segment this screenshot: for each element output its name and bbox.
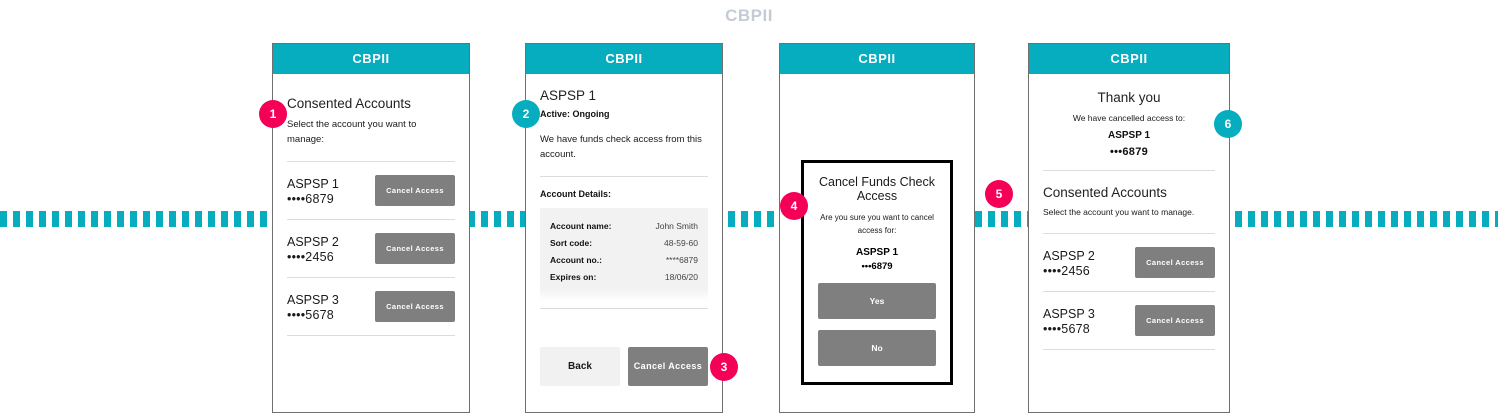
detail-value: ****6879: [665, 254, 698, 265]
divider: [540, 176, 708, 178]
detail-key: Sort code:: [550, 237, 593, 248]
details-fade-overlay: [540, 288, 708, 305]
screen4-subtext: We have cancelled access to:: [1072, 113, 1186, 123]
flow-connector-line: [0, 211, 1498, 227]
cancelled-account-name: ASPSP 1: [1107, 130, 1151, 141]
account-mask: ••••2456: [1043, 263, 1090, 278]
screen1-header: CBPII: [273, 44, 469, 74]
table-row[interactable]: ASPSP 1 ••••6879 Cancel Access: [287, 162, 455, 221]
screen4-header: CBPII: [1029, 44, 1229, 74]
account-mask: ••••2456: [287, 249, 334, 264]
detail-key: Expires on:: [550, 271, 597, 282]
detail-row: Account no.: ****6879: [550, 251, 698, 268]
screen1-subtext: Select the account you want to manage:: [287, 119, 417, 145]
screen1-heading: Consented Accounts: [287, 96, 411, 111]
step-badge-1: 1: [259, 100, 287, 128]
account-mask: ••••5678: [287, 307, 334, 322]
cancel-confirm-modal: Cancel Funds Check Access Are you sure y…: [801, 160, 953, 385]
account-info: ASPSP 2 ••••2456: [1043, 248, 1095, 278]
account-info: ASPSP 1 ••••6879: [287, 176, 339, 206]
detail-key: Account name:: [550, 220, 612, 231]
step-badge-3: 3: [710, 353, 738, 381]
account-info: ASPSP 3 ••••5678: [1043, 306, 1095, 336]
screen2-button-bar: Back Cancel Access: [540, 347, 708, 386]
modal-question: Are you sure you want to cancel access f…: [820, 213, 934, 235]
cancel-access-button[interactable]: Cancel Access: [628, 347, 708, 386]
cancel-access-button[interactable]: Cancel Access: [375, 291, 455, 323]
screen2-header: CBPII: [526, 44, 722, 74]
account-mask: ••••6879: [287, 191, 334, 206]
cancel-access-button[interactable]: Cancel Access: [1135, 247, 1215, 279]
detail-value: John Smith: [655, 220, 698, 231]
screen-thank-you: CBPII Thank you We have cancelled access…: [1028, 43, 1230, 413]
screen1-body: Consented Accounts Select the account yo…: [273, 74, 469, 412]
account-name: ASPSP 1: [287, 176, 339, 191]
detail-value: 48-59-60: [663, 237, 698, 248]
account-name: ASPSP 2: [1043, 248, 1095, 263]
cancel-access-button[interactable]: Cancel Access: [1135, 305, 1215, 337]
account-details-table: Account name: John Smith Sort code: 48-5…: [540, 208, 708, 305]
back-button[interactable]: Back: [540, 347, 620, 386]
account-info: ASPSP 3 ••••5678: [287, 292, 339, 322]
cancelled-account-mask: •••6879: [1109, 146, 1149, 158]
screen3-body: Cancel Funds Check Access Are you sure y…: [780, 74, 974, 412]
table-row[interactable]: ASPSP 3 ••••5678 Cancel Access: [1043, 292, 1215, 351]
divider: [540, 308, 708, 310]
detail-row: Account name: John Smith: [550, 217, 698, 234]
account-name: ASPSP 3: [287, 292, 339, 307]
screen2-body: ASPSP 1 Active: Ongoing We have funds ch…: [526, 74, 722, 412]
step-badge-2: 2: [512, 100, 540, 128]
screen4-body: Thank you We have cancelled access to: A…: [1029, 74, 1229, 412]
divider: [1043, 170, 1215, 171]
screen-confirm-cancel: CBPII Cancel Funds Check Access Are you …: [779, 43, 975, 413]
table-row[interactable]: ASPSP 2 ••••2456 Cancel Access: [287, 220, 455, 279]
yes-button[interactable]: Yes: [818, 282, 936, 319]
table-row[interactable]: ASPSP 3 ••••5678 Cancel Access: [287, 278, 455, 337]
detail-row: Sort code: 48-59-60: [550, 234, 698, 251]
modal-account-name: ASPSP 1: [855, 246, 899, 258]
step-badge-5: 5: [985, 180, 1013, 208]
screen4-heading: Thank you: [1097, 90, 1161, 105]
screen2-description: We have funds check access from this acc…: [540, 134, 702, 160]
step-badge-4: 4: [780, 192, 808, 220]
divider: [1043, 233, 1215, 235]
screen-account-detail: CBPII ASPSP 1 Active: Ongoing We have fu…: [525, 43, 723, 413]
account-info: ASPSP 2 ••••2456: [287, 234, 339, 264]
divider: [287, 161, 455, 163]
section-heading: Consented Accounts: [1043, 185, 1167, 200]
no-button[interactable]: No: [818, 329, 936, 366]
account-mask: ••••5678: [1043, 321, 1090, 336]
step-badge-6: 6: [1214, 110, 1242, 138]
cancel-access-button[interactable]: Cancel Access: [375, 233, 455, 265]
modal-title: Cancel Funds Check Access: [818, 175, 936, 203]
detail-key: Account no.:: [550, 254, 602, 265]
details-label: Account Details:: [540, 189, 612, 200]
account-name: ASPSP 2: [287, 234, 339, 249]
section-subtext: Select the account you want to manage.: [1043, 207, 1195, 217]
account-name: ASPSP 3: [1043, 306, 1095, 321]
detail-value: 18/06/20: [664, 271, 698, 282]
screen-consented-accounts: CBPII Consented Accounts Select the acco…: [272, 43, 470, 413]
page-title: CBPII: [725, 6, 773, 25]
detail-row: Expires on: 18/06/20: [550, 268, 698, 285]
screen2-heading: ASPSP 1: [540, 88, 597, 103]
screen3-header: CBPII: [780, 44, 974, 74]
cancel-access-button[interactable]: Cancel Access: [375, 175, 455, 207]
modal-account-mask: •••6879: [861, 260, 893, 272]
status-badge: Active: Ongoing: [540, 109, 610, 119]
table-row[interactable]: ASPSP 2 ••••2456 Cancel Access: [1043, 234, 1215, 293]
